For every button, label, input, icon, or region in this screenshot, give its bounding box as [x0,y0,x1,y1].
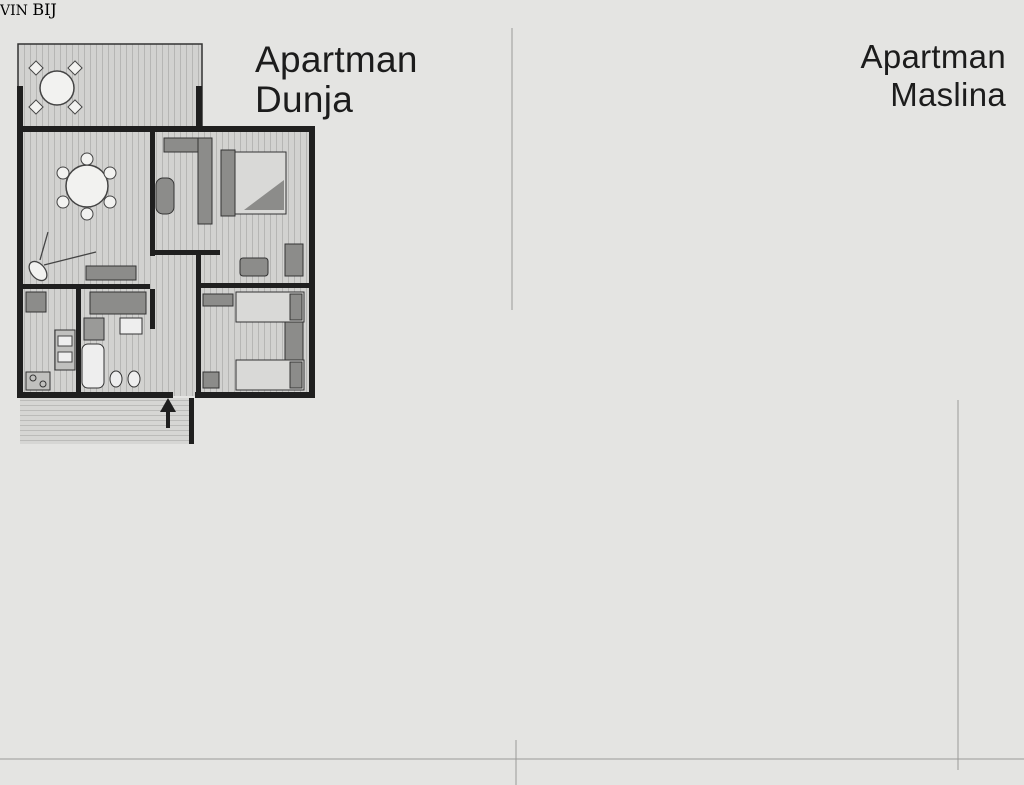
dunja-floor-lamp [28,231,97,282]
apartment-maslina-title: Apartman Maslina [846,38,1006,114]
dunja-double-bed [220,149,287,217]
apartment-maslina-title-line2: Maslina [890,76,1006,113]
cutting-board: VIN BIJ [0,0,57,19]
dunja-bathroom [81,317,143,389]
apartment-dunja-title-line2: Dunja [255,79,354,120]
dunja-kitchen [25,265,147,391]
dunja-dining-table [56,152,117,221]
wine-still-life: VIN BIJ [0,0,57,19]
dunja-twin-bedroom [202,291,305,391]
apartment-dunja-title: Apartman Dunja [255,40,418,120]
dunja-walls [17,86,315,398]
knife: VIN BIJ [0,0,57,19]
dunja-armchair [239,243,304,277]
wine-bottle: VIN BIJ [0,0,57,19]
apartment-maslina-title-line1: Apartman [860,38,1006,75]
dunja-entry-arrow [160,398,176,428]
bottle-label: VIN BIJ [0,0,57,19]
floor-plan-dunja [17,43,315,444]
page-guides [0,28,1024,785]
apartment-dunja-title-line1: Apartman [255,39,418,80]
bottle-label-line2: BIJ [32,0,57,19]
terrace-table [28,60,83,115]
bottle-label-line1: VIN [0,3,28,19]
dunja-sofa [155,137,213,225]
